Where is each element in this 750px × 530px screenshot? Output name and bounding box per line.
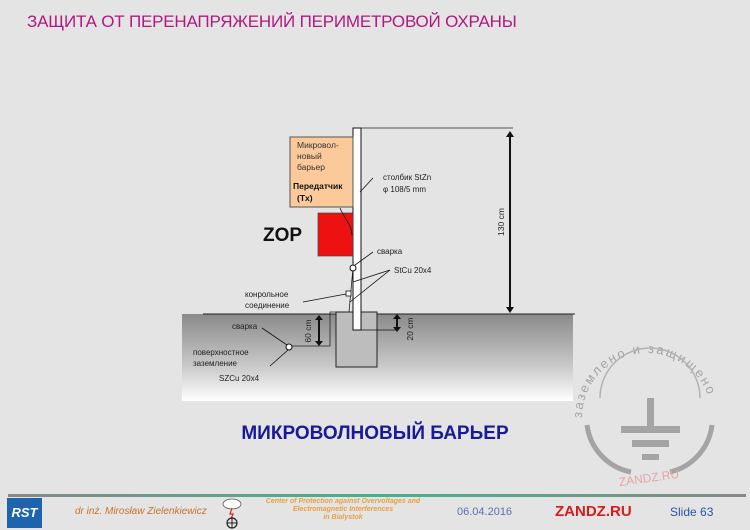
grounding-strip — [291, 267, 354, 347]
dimension-label: 60 cm — [303, 319, 313, 342]
subtitle-text: МИКРОВОЛНОВЫЙ БАРЬЕР — [241, 423, 509, 444]
control-label: соединение — [245, 301, 290, 310]
dimension-label: 130 cm — [496, 208, 506, 236]
date: 06.04.2016 — [457, 506, 513, 518]
transmitter-label: (Tx) — [297, 193, 313, 203]
leader-line — [302, 293, 347, 303]
dimension-label: 20 cm — [405, 317, 415, 340]
leader-line — [352, 269, 391, 283]
weld-label: сварка — [377, 247, 403, 256]
box-label: барьер — [297, 162, 325, 172]
control-label: конрольное — [245, 290, 289, 299]
weld-point — [349, 264, 357, 272]
rst-logo: RST — [7, 498, 42, 528]
slide-subtitle: МИКРОВОЛНОВЫЙ БАРЬЕР — [0, 423, 750, 445]
box-label: новый — [297, 151, 322, 161]
dimension-130: 130 cm — [496, 131, 514, 313]
leader-line — [349, 269, 391, 303]
pole-label: столбик StZn — [383, 173, 431, 182]
zop-label: ZOP — [263, 225, 302, 246]
strip-label: StCu 20x4 — [394, 266, 432, 275]
center-line: Center of Protection against Overvoltage… — [265, 498, 421, 505]
leader-line — [359, 177, 374, 193]
zop-box — [317, 212, 354, 257]
slide-title: ЗАЩИТА ОТ ПЕРЕНАПРЯЖЕНИЙ ПЕРИМЕТРОВОЙ ОХ… — [27, 12, 517, 31]
leader-line — [261, 327, 288, 346]
dimension-20: 20 cm — [361, 314, 415, 341]
watermark-logo: заземлено и защищено ZANDZ.RU — [570, 341, 718, 489]
center-line: Electromagnetic Interferences — [292, 506, 394, 513]
pole-label: φ 108/5 mm — [383, 185, 426, 194]
transmitter-label: Передатчик — [293, 181, 343, 191]
surface-label: поверхностное — [193, 348, 249, 357]
dimension-60: 60 cm — [303, 315, 323, 346]
control-connection — [345, 290, 352, 297]
footer-divider — [8, 494, 746, 497]
center-name: Center of Protection against Overvoltage… — [253, 498, 433, 522]
weld-label: сварка — [232, 322, 258, 331]
cable — [339, 207, 353, 236]
center-line: in Bialystok — [323, 514, 363, 521]
leader-line — [354, 251, 374, 266]
lightning-globe-icon — [222, 498, 242, 529]
surface-label: заземление — [193, 359, 238, 368]
surface-strip-label: SZCu 20x4 — [219, 374, 260, 383]
microwave-barrier-box — [289, 136, 354, 208]
author: dr inż. Mirosław Zielenkiewicz — [75, 506, 207, 517]
ground-symbol-icon — [647, 398, 654, 426]
ground-weld-point — [285, 343, 293, 351]
box-label: Микровол- — [297, 140, 339, 150]
brand: ZANDZ.RU — [555, 503, 632, 520]
pole — [352, 127, 362, 331]
slide-number: Slide 63 — [670, 505, 714, 519]
leader-line — [269, 349, 289, 367]
